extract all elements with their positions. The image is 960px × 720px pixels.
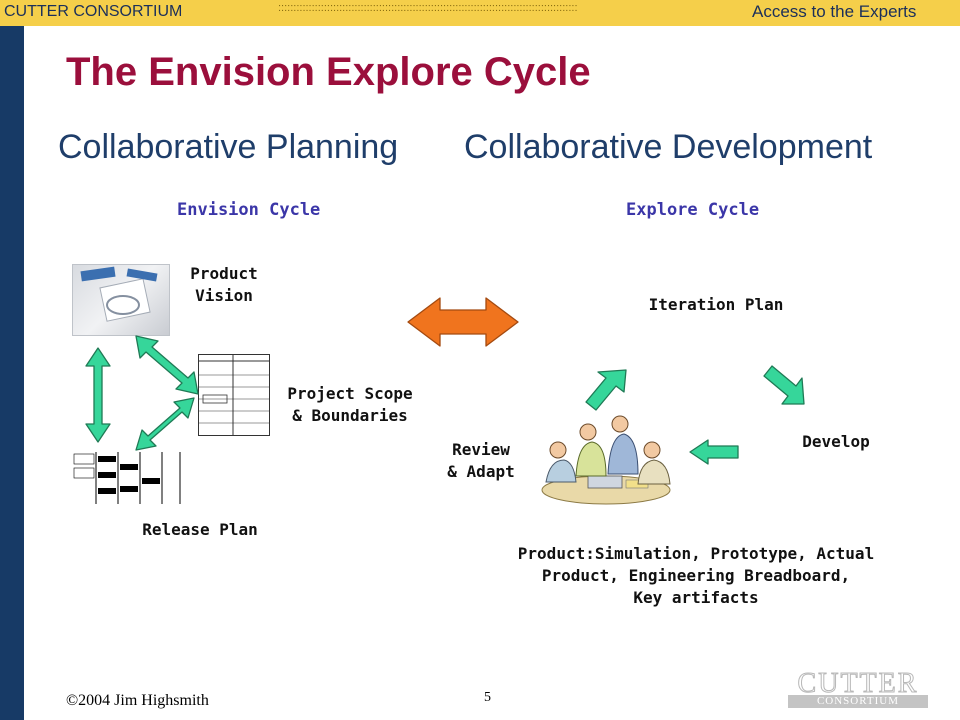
product-note-line-1: Product:Simulation, Prototype, Actual: [500, 543, 892, 565]
page-number: 5: [484, 690, 491, 706]
review-to-iteration-arrow: [586, 370, 626, 410]
develop-label: Develop: [796, 431, 876, 453]
team-clipart: [536, 410, 676, 506]
product-note-line-2: Product, Engineering Breadboard,: [500, 565, 892, 587]
logo-subtext: CONSORTIUM: [788, 695, 928, 708]
vision-release-arrow: [86, 348, 110, 442]
product-artifacts-note: Product:Simulation, Prototype, Actual Pr…: [500, 543, 892, 609]
copyright-text: ©2004 Jim Highsmith: [66, 692, 209, 710]
review-adapt-line-2: & Adapt: [440, 461, 522, 483]
develop-to-review-arrow: [690, 440, 738, 464]
vision-scope-arrow: [136, 336, 198, 394]
product-note-line-3: Key artifacts: [500, 587, 892, 609]
cutter-logo: CUTTER CONSORTIUM: [786, 668, 930, 708]
iteration-to-develop-arrow: [764, 366, 804, 404]
review-adapt-line-1: Review: [440, 439, 522, 461]
team-collaboration-image: [536, 410, 676, 506]
iteration-plan-label: Iteration Plan: [640, 294, 792, 316]
scope-release-arrow: [136, 398, 194, 450]
planning-development-arrow: [408, 298, 518, 346]
review-adapt-label: Review & Adapt: [440, 439, 522, 483]
